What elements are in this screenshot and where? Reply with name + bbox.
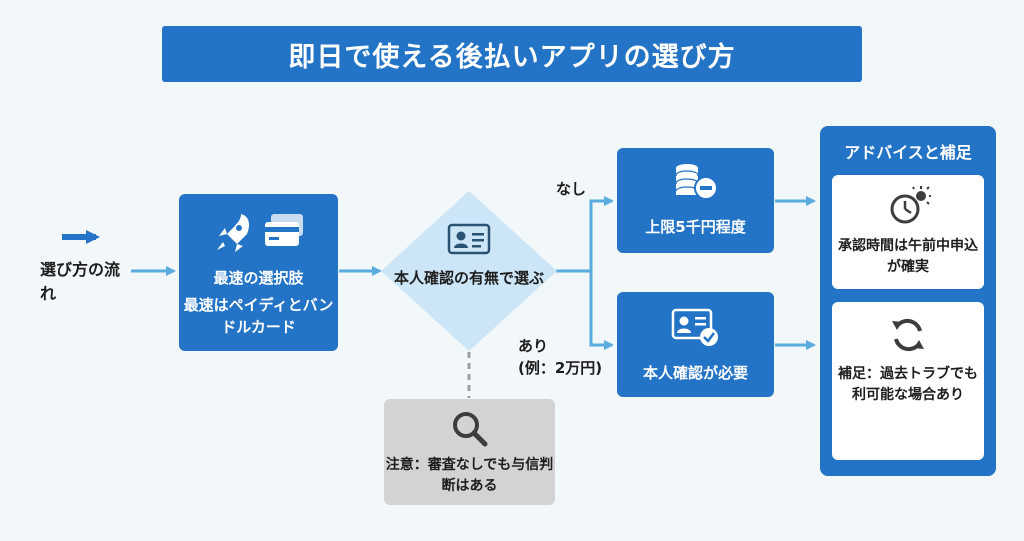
verify-box: 本人確認が必要 [617,292,774,397]
coins-minus-icon [675,164,718,200]
id-check-icon [671,308,718,346]
rocket-icon [217,214,249,252]
id-card-icon [447,223,491,255]
limit-box: 上限5千円程度 [617,148,774,253]
branch-none-label: なし [556,180,587,198]
caution-label: 注意：審査なしでも与信判断はある [385,457,554,494]
approval-time-text: 承認時間は午前中申込が確実 [838,238,978,275]
supplement-text: 補足：過去トラブでも利可能な場合あり [838,366,978,403]
approval-time-card: 承認時間は午前中申込が確実 [832,175,984,289]
clock-sun-icon [890,186,931,224]
decision-diamond: 本人確認の有無で選ぶ [378,188,560,354]
search-icon [453,412,488,447]
limit-label: 上限5千円程度 [645,218,746,236]
caution-box: 注意：審査なしでも与信判断はある [384,399,555,505]
refresh-icon [892,318,924,352]
arrow-branch-yes [589,271,614,350]
choice-body: 最速はペイディとバンドルカード [183,296,334,336]
branch-yes-label: あり (例：2万円) [518,337,603,377]
decision-label: 本人確認の有無で選ぶ [393,269,544,287]
fastest-choice-box: 最速の選択肢 最速はペイディとバンドルカード [179,194,338,351]
supplement-card: 補足：過去トラブでも利可能な場合あり [832,302,984,460]
choice-heading: 最速の選択肢 [213,269,304,287]
verify-label: 本人確認が必要 [642,364,748,382]
advice-title: アドバイスと補足 [844,143,972,162]
page-title: 即日で使える後払いアプリの選び方 [162,26,862,82]
start-label: 選び方の流れ [40,260,121,303]
arrow-branch-none [556,196,614,273]
credit-card-icon [265,214,303,246]
advice-panel: アドバイスと補足 承認時間は午前中申込が確実 補足：過去トラブでも利可能な場合あ… [820,126,996,476]
